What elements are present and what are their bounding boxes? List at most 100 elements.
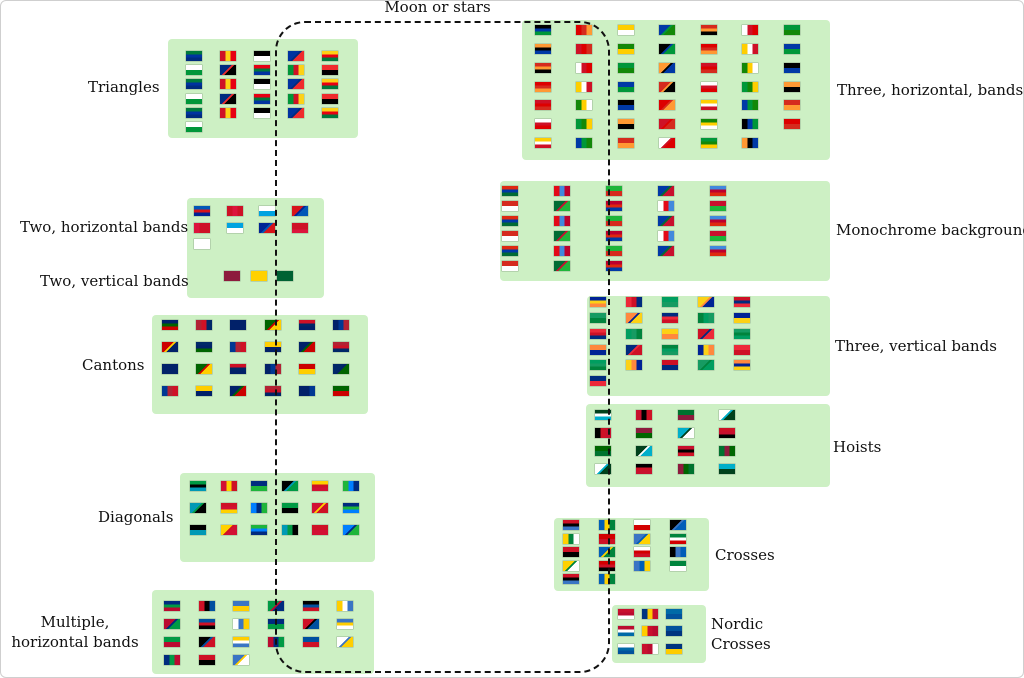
flag-icon (186, 108, 202, 118)
flag-icon (666, 626, 682, 636)
flag-icon (642, 609, 658, 619)
flag-icon (554, 201, 570, 211)
flag-icon (299, 364, 315, 374)
flag-icon (701, 100, 717, 110)
flag-icon (662, 313, 678, 323)
flag-icon (742, 63, 758, 73)
flag-icon (659, 138, 675, 148)
flag-icon (626, 329, 642, 339)
flag-icon (784, 44, 800, 54)
flag-icon (576, 82, 592, 92)
flag-icon (190, 503, 206, 513)
flag-icon (719, 464, 735, 474)
flag-icon (322, 79, 338, 89)
flag-icon (535, 138, 551, 148)
flag-icon (343, 525, 359, 535)
flag-icon (322, 108, 338, 118)
flag-icon (282, 481, 298, 491)
flag-icon (662, 360, 678, 370)
flag-icon (659, 82, 675, 92)
flag-icon (535, 44, 551, 54)
flag-icon (659, 119, 675, 129)
label-three-vertical: Three, vertical bands (835, 337, 997, 355)
flag-icon (322, 51, 338, 61)
flag-icon (658, 216, 674, 226)
flag-icon (303, 637, 319, 647)
flag-icon (288, 94, 304, 104)
flag-icon (710, 186, 726, 196)
flags-monochrome (502, 186, 762, 276)
flag-icon (734, 313, 750, 323)
flag-icon (626, 345, 642, 355)
flag-icon (251, 503, 267, 513)
moon-or-stars-region (275, 21, 610, 673)
flag-icon (618, 25, 634, 35)
flag-icon (662, 345, 678, 355)
flag-icon (337, 601, 353, 611)
flag-icon (590, 313, 606, 323)
label-two-horizontal: Two, horizontal bands (20, 218, 189, 236)
flag-icon (233, 655, 249, 665)
flag-icon (595, 446, 611, 456)
flag-icon (299, 386, 315, 396)
flag-icon (254, 79, 270, 89)
flag-icon (742, 119, 758, 129)
flag-icon (190, 525, 206, 535)
flag-icon (659, 44, 675, 54)
flag-icon (303, 601, 319, 611)
flag-icon (698, 360, 714, 370)
flag-icon (194, 223, 210, 233)
flag-icon (618, 63, 634, 73)
flag-icon (162, 342, 178, 352)
flag-icon (606, 201, 622, 211)
flag-icon (742, 138, 758, 148)
flag-icon (742, 82, 758, 92)
flag-icon (233, 637, 249, 647)
flag-icon (251, 481, 267, 491)
flag-icon (576, 100, 592, 110)
flag-icon (784, 119, 800, 129)
flag-icon (710, 216, 726, 226)
flag-icon (576, 63, 592, 73)
label-three-horizontal: Three, horizontal, bands (837, 81, 1024, 99)
flag-icon (282, 503, 298, 513)
flag-icon (265, 320, 281, 330)
flag-icon (576, 138, 592, 148)
box-three-horizontal (522, 20, 830, 160)
box-hoists (586, 404, 830, 487)
flag-icon (162, 320, 178, 330)
flag-icon (220, 65, 236, 75)
flag-icon (221, 481, 237, 491)
flag-icon (299, 320, 315, 330)
flag-icon (299, 342, 315, 352)
flag-icon (634, 547, 650, 557)
flag-icon (662, 329, 678, 339)
flag-icon (337, 637, 353, 647)
flag-icon (224, 271, 240, 281)
flag-icon (220, 108, 236, 118)
flag-icon (710, 231, 726, 241)
flag-icon (554, 246, 570, 256)
flag-icon (322, 94, 338, 104)
flag-icon (186, 65, 202, 75)
flag-icon (636, 446, 652, 456)
flag-icon (590, 360, 606, 370)
flag-icon (333, 320, 349, 330)
box-cantons (152, 315, 368, 414)
flag-icon (590, 297, 606, 307)
flag-icon (554, 261, 570, 271)
flag-icon (186, 122, 202, 132)
label-multiple-horizontal: Multiple, horizontal bands (11, 613, 139, 651)
flag-icon (742, 25, 758, 35)
flag-icon (666, 644, 682, 654)
flag-icon (636, 464, 652, 474)
flag-icon (606, 186, 622, 196)
flag-icon (618, 44, 634, 54)
flag-icon (265, 364, 281, 374)
flag-icon (670, 534, 686, 544)
flag-icon (164, 637, 180, 647)
flag-icon (230, 364, 246, 374)
flag-icon (251, 271, 267, 281)
flag-icon (288, 79, 304, 89)
flag-icon (292, 223, 308, 233)
